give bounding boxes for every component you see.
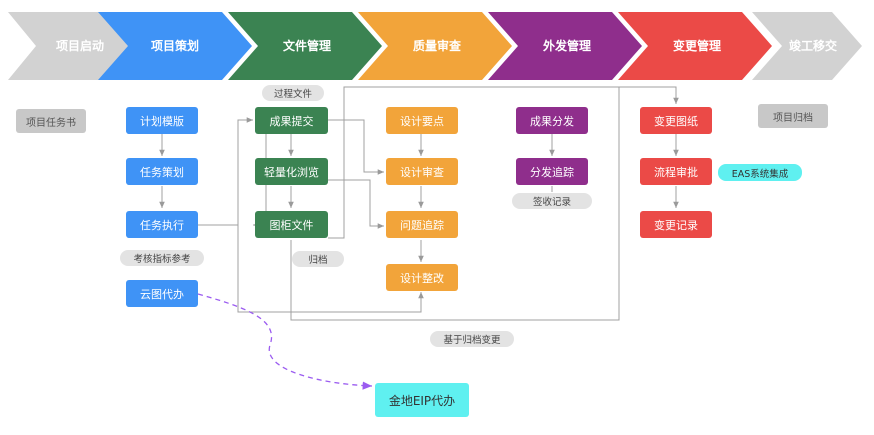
connector-browse-to-issue	[328, 179, 384, 229]
phase-chevron-2: 文件管理	[228, 12, 382, 80]
phase-label-planning: 项目策划	[151, 38, 199, 53]
phase-label-change: 变更管理	[673, 38, 721, 53]
light-browse-box[interactable]: 轻量化浏览	[255, 158, 328, 185]
phase-label-quality: 质量审查	[413, 38, 462, 53]
result-submit-box[interactable]: 成果提交	[255, 107, 328, 134]
task-planning-box[interactable]: 任务策划	[126, 158, 198, 185]
phase-chevron-0: 项目启动	[8, 12, 132, 80]
phase-label-start: 项目启动	[56, 38, 104, 53]
phase-chevron-6: 竣工移交	[752, 12, 862, 80]
phase-chevron-1: 项目策划	[98, 12, 252, 80]
task-execution-box[interactable]: 任务执行	[126, 211, 198, 238]
phase-chevron-4: 外发管理	[488, 12, 642, 80]
process-files-pill: 过程文件	[262, 85, 324, 101]
change-record-box[interactable]: 变更记录	[640, 211, 712, 238]
receipt-record-pill: 签收记录	[512, 193, 592, 209]
kpi-reference-pill: 考核指标参考	[120, 250, 204, 266]
task-book-box[interactable]: 项目任务书	[16, 109, 86, 133]
eas-integration-badge: EAS系统集成	[718, 164, 802, 181]
connector-exec-to-submit	[198, 117, 253, 226]
cloud-todo-box[interactable]: 云图代办	[126, 280, 198, 307]
phase-chevron-5: 变更管理	[618, 12, 772, 80]
connector-trunk-to-rectify	[237, 225, 424, 313]
archive-based-change-pill: 基于归档变更	[430, 331, 514, 347]
project-archive-box[interactable]: 项目归档	[758, 104, 828, 128]
connector-bottom-loop	[290, 87, 620, 321]
flow-approval-box[interactable]: 流程审批	[640, 158, 712, 185]
connector-submit-to-review	[328, 119, 384, 175]
jindi-eip-todo-box[interactable]: 金地EIP代办	[375, 383, 469, 417]
result-distribute-box[interactable]: 成果分发	[516, 107, 588, 134]
dashed-arrow-to-eip	[197, 293, 373, 390]
phase-label-outgoing: 外发管理	[543, 38, 591, 53]
phase-label-handover: 竣工移交	[789, 38, 837, 53]
distribute-tracking-box[interactable]: 分发追踪	[516, 158, 588, 185]
connector-archive-to-change	[328, 86, 679, 239]
design-review-box[interactable]: 设计审查	[386, 158, 458, 185]
design-rectify-box[interactable]: 设计整改	[386, 264, 458, 291]
phase-chevron-3: 质量审查	[358, 12, 512, 80]
design-points-box[interactable]: 设计要点	[386, 107, 458, 134]
phase-label-files: 文件管理	[283, 38, 331, 53]
archive-pill: 归档	[292, 251, 344, 267]
issue-tracking-box[interactable]: 问题追踪	[386, 211, 458, 238]
plan-template-box[interactable]: 计划模版	[126, 107, 198, 134]
change-drawing-box[interactable]: 变更图纸	[640, 107, 712, 134]
drawing-files-box[interactable]: 图柜文件	[255, 211, 328, 238]
